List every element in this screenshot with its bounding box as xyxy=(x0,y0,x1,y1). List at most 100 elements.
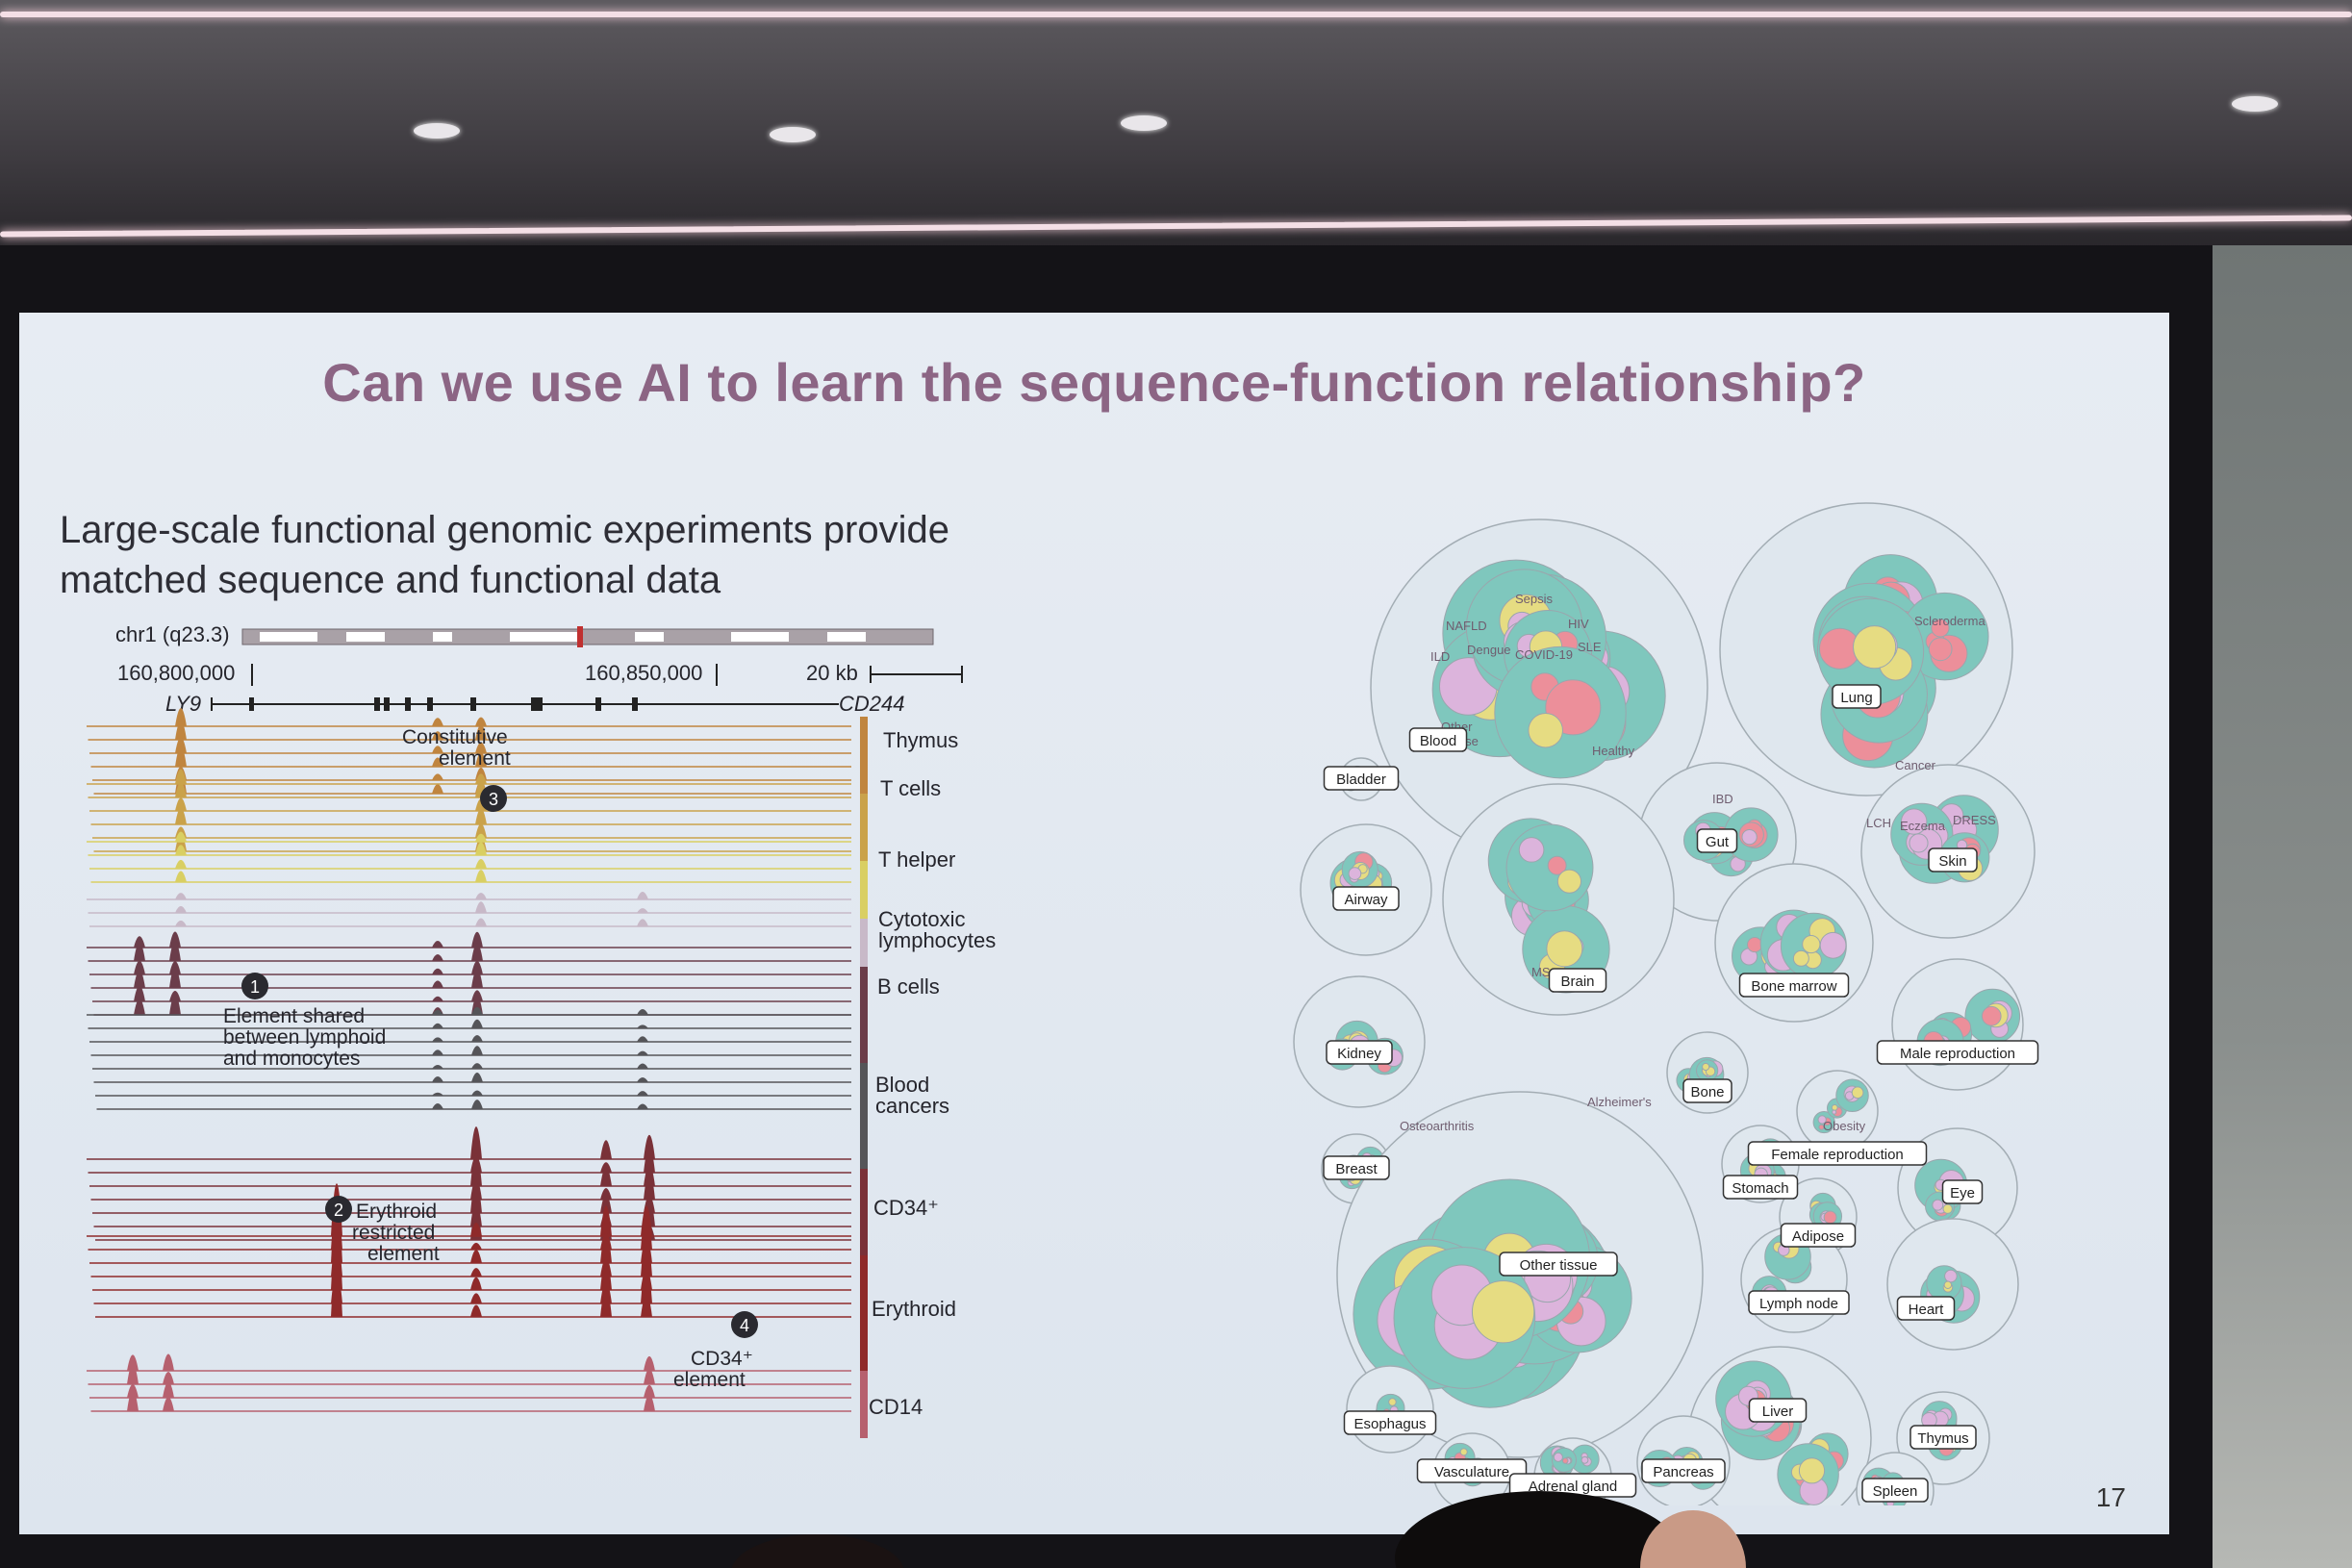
accessibility-peak xyxy=(134,985,145,1001)
accessibility-peak xyxy=(134,936,145,948)
accessibility-peak xyxy=(475,742,487,753)
annotation-text: CD34⁺ xyxy=(691,1348,753,1370)
accessibility-peak xyxy=(471,969,483,988)
ceiling-light-strip xyxy=(0,215,2352,238)
tissue-label-box xyxy=(1323,1155,1390,1180)
accessibility-peak xyxy=(471,1100,483,1109)
tissue-label-box xyxy=(1499,1252,1618,1277)
tissue-circle-pack: COVID-19 SLE HIV Sepsis NAFLD Dengue ILD… xyxy=(1293,502,2039,1505)
accessibility-peak xyxy=(471,1063,483,1069)
audience-head xyxy=(1640,1510,1746,1568)
audience-head xyxy=(1395,1491,1683,1568)
tissue-label-box xyxy=(1780,1223,1857,1248)
tissue-label-vasculature: Vasculature xyxy=(1434,1464,1509,1480)
accessibility-peak xyxy=(471,1034,483,1042)
annotation-text: Element shared xyxy=(223,1005,365,1027)
sample-bubble xyxy=(1943,1280,1953,1289)
minor-label: Alzheimer's xyxy=(1587,1095,1652,1109)
sample-bubble xyxy=(1741,828,1758,846)
tissue-label-box xyxy=(1896,1296,1956,1321)
tissue-label-box xyxy=(1722,1175,1799,1200)
ceiling-downlight xyxy=(1121,115,1167,131)
accessibility-peak xyxy=(175,721,187,740)
accessibility-peak xyxy=(637,1024,648,1028)
cell-type-color-bar xyxy=(860,1063,868,1169)
tissue-label-box xyxy=(1343,1410,1437,1435)
annotation-text: and monocytes xyxy=(223,1048,360,1070)
subtitle-line: Large-scale functional genomic experimen… xyxy=(60,509,949,551)
sample-bubble xyxy=(1518,837,1545,863)
accessibility-peak xyxy=(475,918,487,926)
annotation-text: element xyxy=(439,747,511,770)
slide-page-number: 17 xyxy=(2095,1482,2126,1512)
annotation-text: Erythroid xyxy=(356,1201,437,1223)
accessibility-peak xyxy=(127,1354,139,1371)
accessibility-peak xyxy=(470,1304,482,1317)
tissue-label-adipose: Adipose xyxy=(1792,1228,1844,1245)
minor-label: SLE xyxy=(1578,640,1602,654)
accessibility-peak xyxy=(432,784,443,794)
minor-label: ILD xyxy=(1430,649,1450,664)
minor-label: MS xyxy=(1531,965,1551,979)
cell-type-color-bar xyxy=(860,717,868,794)
tissue-label-gut: Gut xyxy=(1706,834,1730,850)
sample-bubble xyxy=(1747,936,1763,953)
accessibility-peak xyxy=(175,893,187,899)
tissue-label-brain: Brain xyxy=(1560,974,1594,990)
ceiling-downlight xyxy=(414,123,460,139)
sample-bubble xyxy=(1459,1448,1468,1456)
accessibility-peak xyxy=(432,731,443,740)
accessibility-peak xyxy=(175,859,187,869)
tissue-label-stomach: Stomach xyxy=(1732,1180,1788,1197)
ceiling-downlight xyxy=(2232,96,2278,112)
minor-label: Dengue xyxy=(1467,643,1511,657)
tissue-label-box xyxy=(1323,766,1400,791)
sample-bubble xyxy=(1556,869,1582,894)
tissue-label-box xyxy=(1928,847,1978,873)
accessibility-peak xyxy=(471,960,483,974)
tissue-label-kidney: Kidney xyxy=(1337,1046,1381,1062)
cell-type-label-cd34: CD34⁺ xyxy=(873,1196,939,1220)
scale-bar-label: 20 kb xyxy=(806,661,858,685)
minor-label: Scleroderma xyxy=(1914,614,1985,628)
right-wall xyxy=(2213,245,2352,1568)
accessibility-peak xyxy=(175,905,187,913)
accessibility-peak xyxy=(163,1353,174,1371)
accessibility-peak xyxy=(600,1232,612,1263)
accessibility-peak xyxy=(134,970,145,988)
tissue-label-box xyxy=(1416,1458,1528,1483)
annotation-text: Constitutive xyxy=(402,726,508,748)
cell-type-color-bar xyxy=(860,1169,868,1255)
accessibility-peak xyxy=(475,773,487,784)
audience-head xyxy=(731,1534,904,1568)
ceiling xyxy=(0,0,2352,289)
cell-type-color-bar xyxy=(860,1255,868,1371)
accessibility-peak xyxy=(432,1065,443,1069)
accessibility-peak xyxy=(470,1277,482,1290)
minor-label: Healthy xyxy=(1592,744,1635,758)
minor-label: DRESS xyxy=(1953,813,1996,827)
tissue-label-box xyxy=(1326,1040,1393,1065)
sample-bubble xyxy=(1823,1210,1837,1225)
tissue-label-bone: Bone xyxy=(1690,1084,1724,1100)
accessibility-peak xyxy=(432,1037,443,1042)
sample-bubble xyxy=(1348,867,1362,880)
accessibility-peak xyxy=(644,1171,655,1200)
accessibility-peak xyxy=(432,773,443,780)
sample-bubble xyxy=(1944,1269,1958,1283)
accessibility-peak xyxy=(475,901,487,913)
accessibility-peak xyxy=(471,1006,483,1015)
accessibility-peak xyxy=(637,1076,648,1082)
accessibility-peak xyxy=(475,808,487,824)
cell-type-label-thymus: Thymus xyxy=(883,728,958,752)
presentation-slide: Can we use AI to learn the sequence-func… xyxy=(19,313,2169,1534)
coordinate-mid: 160,850,000 xyxy=(585,661,702,685)
accessibility-peak xyxy=(134,999,145,1015)
cell-type-label-tcells: T cells xyxy=(880,776,941,800)
sample-bubble xyxy=(1561,1457,1569,1464)
accessibility-peak xyxy=(471,1046,483,1055)
tissue-label-box xyxy=(1747,1141,1928,1166)
ceiling-light-strip xyxy=(0,12,2352,17)
subtitle-line: matched sequence and functional data xyxy=(60,559,721,601)
accessibility-peak xyxy=(641,1294,652,1317)
